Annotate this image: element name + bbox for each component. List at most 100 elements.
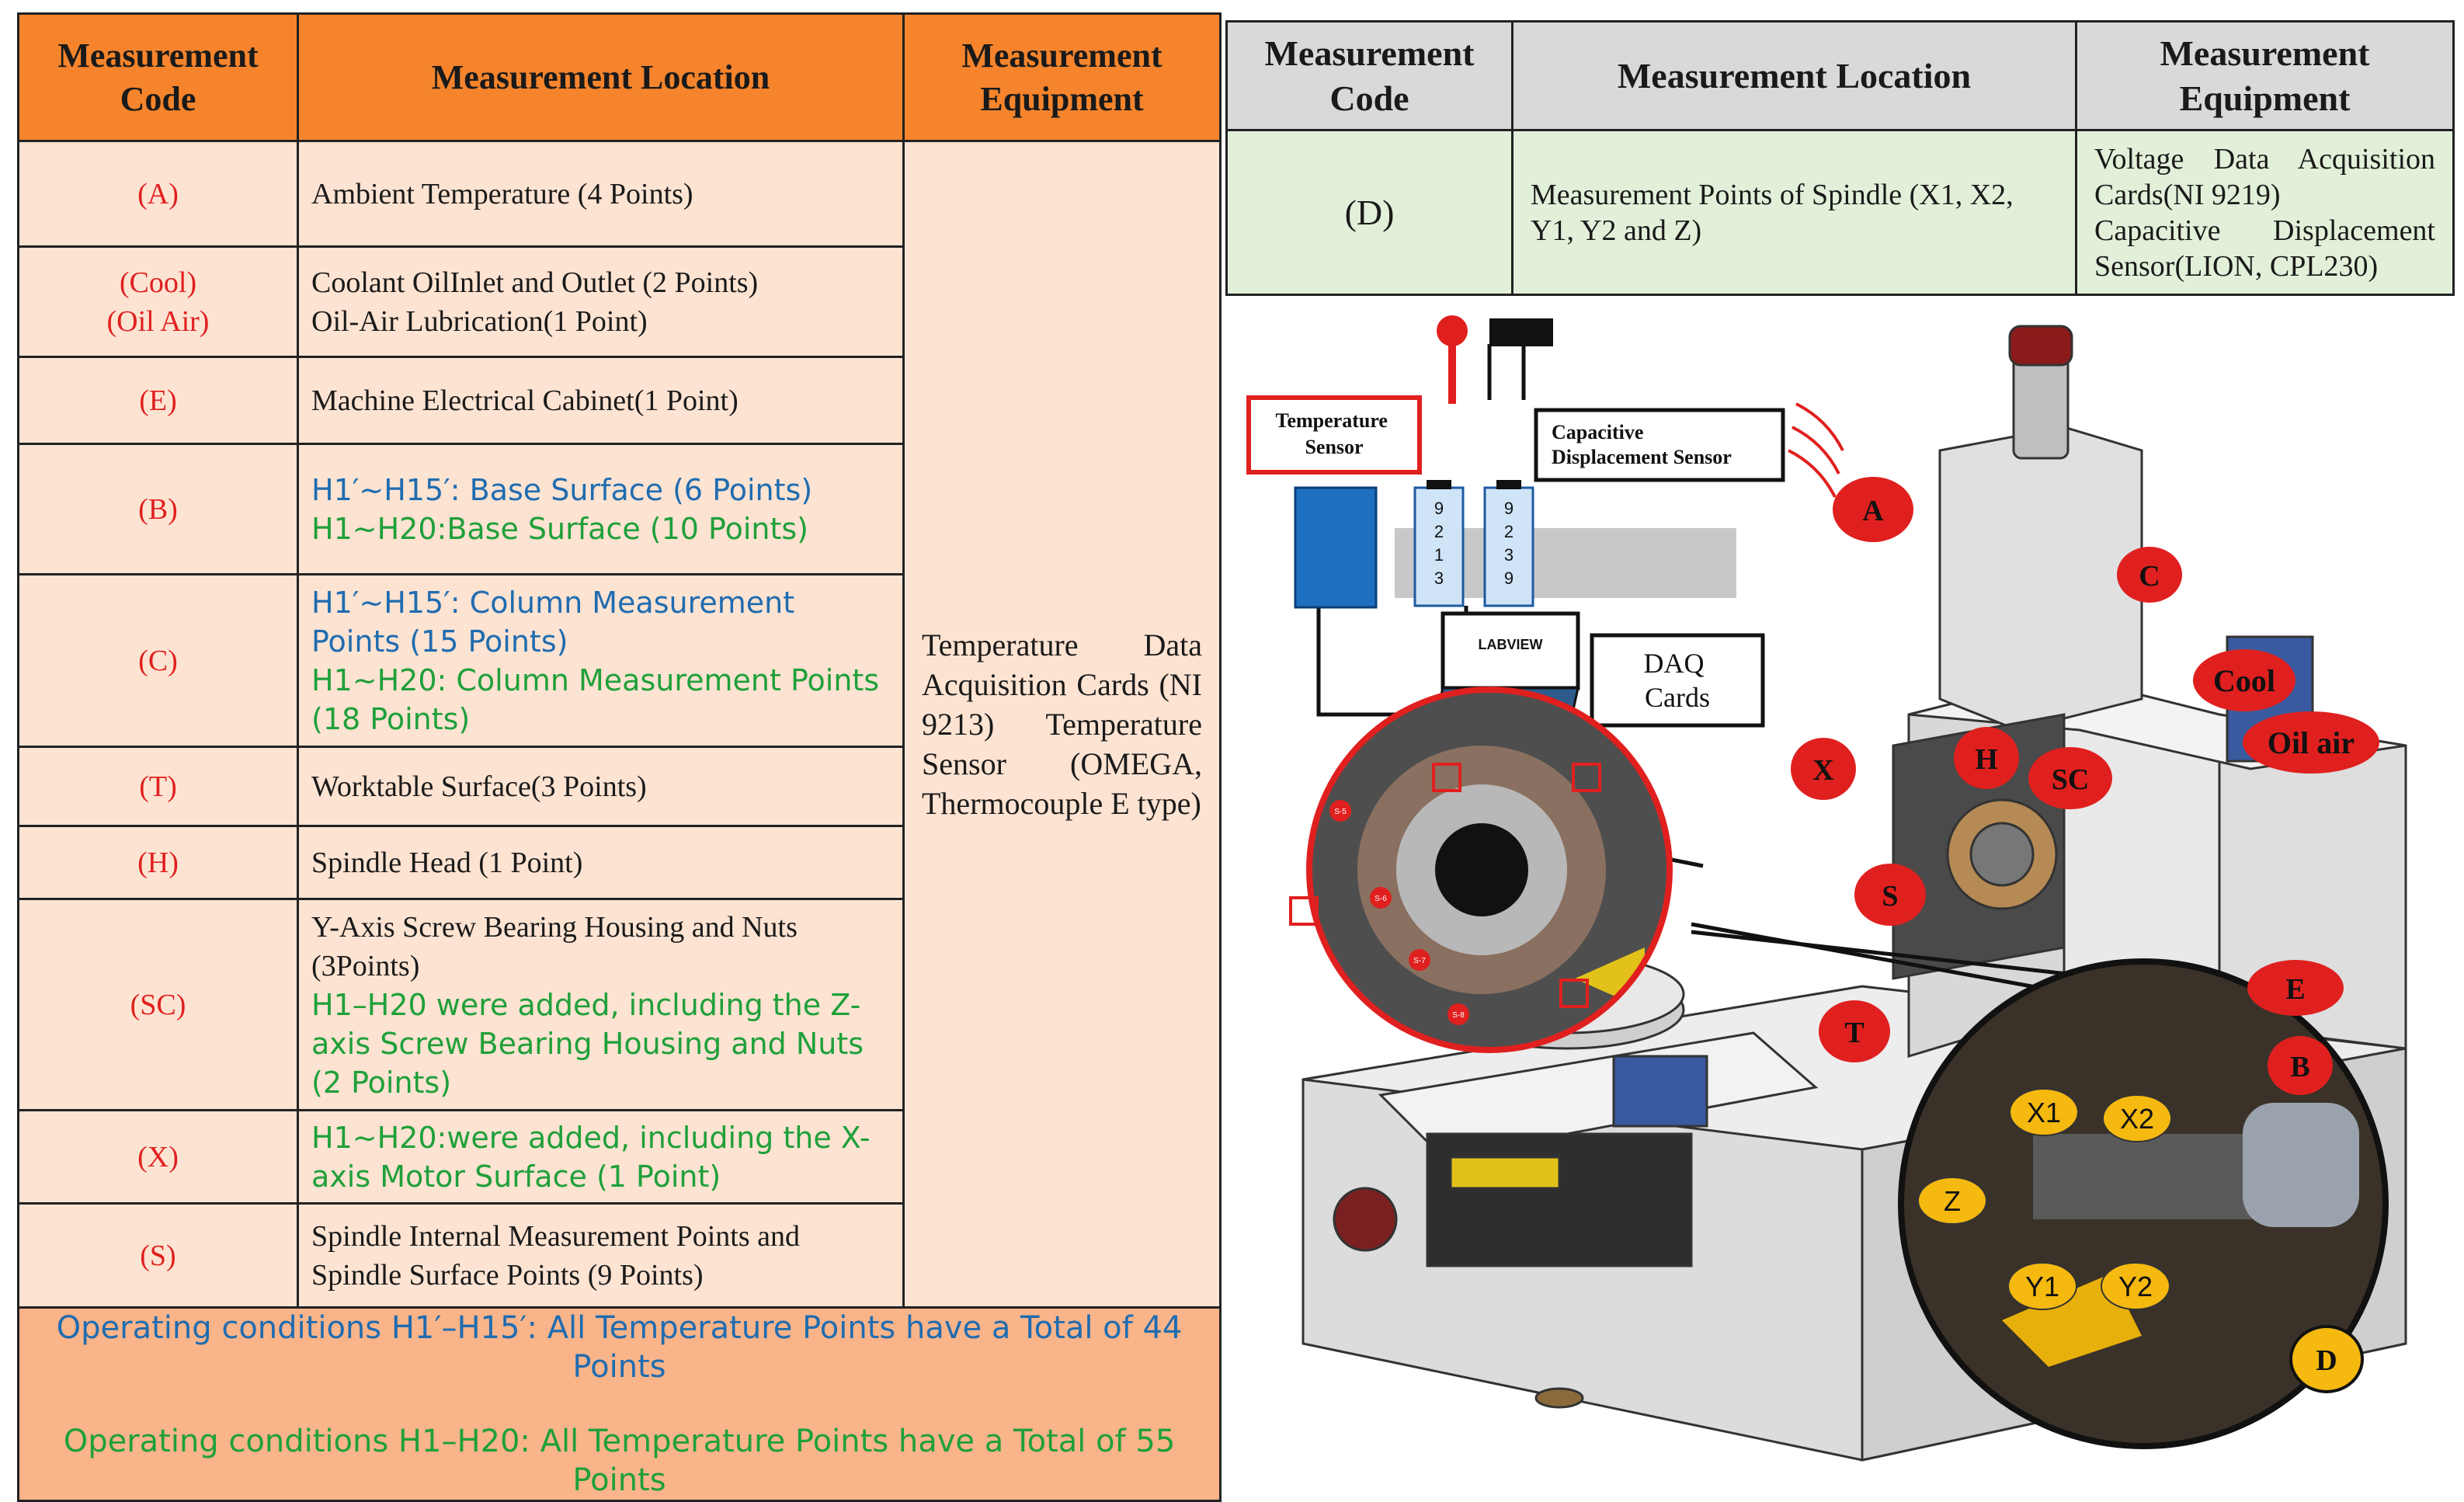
code-text: (C): [138, 644, 178, 677]
location-text: Machine Electrical Cabinet(1 Point): [311, 384, 739, 417]
location-cell: H1′~H15′: Column Measurement Points (15 …: [297, 573, 905, 748]
equipment-daq-text: Voltage Data Acquisition Cards(NI 9219): [2094, 142, 2435, 211]
table-row: (E) Machine Electrical Cabinet(1 Point): [17, 356, 1221, 445]
code-cell: (B): [17, 443, 299, 575]
location-text: H1~H20: Column Measurement Points (18 Po…: [311, 662, 880, 736]
marker-cool: [2193, 649, 2295, 711]
svg-text:3: 3: [1434, 568, 1444, 588]
svg-text:1: 1: [1434, 545, 1444, 565]
equipment-sensor-text: Temperature Sensor (OMEGA, Thermocouple …: [922, 707, 1202, 821]
marker-x2: [2102, 1094, 2172, 1142]
svg-text:Y1: Y1: [2025, 1271, 2059, 1302]
marker-x: [1791, 738, 1856, 800]
code-text: (B): [138, 492, 178, 526]
location-text: H1′~H15′: Column Measurement Points (15 …: [311, 585, 795, 659]
table-row: (S) Spindle Internal Measurement Points …: [17, 1202, 1221, 1309]
table-row: (T) Worktable Surface(3 Points): [17, 746, 1221, 827]
footer-cell: Operating conditions H1′–H15′: All Tempe…: [17, 1306, 1222, 1502]
location-text: Coolant OilInlet and Outlet (2 Points): [311, 266, 759, 299]
marker-c: [2117, 547, 2182, 603]
inset-label: S-8: [1452, 1011, 1465, 1020]
temperature-sensor-icon: [1437, 315, 1468, 346]
location-cell: Y-Axis Screw Bearing Housing and Nuts (3…: [297, 898, 905, 1111]
table-row: (D) Measurement Points of Spindle (X1, X…: [1225, 129, 2455, 296]
equipment-cell: Temperature Data Acquisition Cards (NI 9…: [902, 140, 1222, 1309]
table-header-row: Measurement Code Measurement Location Me…: [17, 12, 1222, 142]
svg-text:SC: SC: [2052, 763, 2090, 796]
table-row: (B) H1′~H15′: Base Surface (6 Points) H1…: [17, 443, 1221, 575]
code-text: (SC): [130, 988, 186, 1021]
code-cell: (H): [17, 825, 299, 900]
svg-text:9: 9: [1504, 499, 1514, 518]
header-measurement-equipment: Measurement Equipment: [2075, 20, 2455, 131]
footer-total-h1: Operating conditions H1–H20: All Tempera…: [63, 1424, 1176, 1498]
code-text: (Cool): [119, 266, 197, 299]
code-cell: (A): [17, 140, 299, 248]
table-header-row: Measurement Code Measurement Location Me…: [1225, 20, 2455, 131]
header-measurement-code: Measurement Code: [17, 12, 299, 142]
labview-label: LABVIEW: [1479, 637, 1543, 652]
marker-sc: [2028, 747, 2112, 809]
daq-cards-label: DAQ Cards: [1644, 648, 1712, 713]
temperature-sensor-label-box: [1246, 395, 1422, 475]
location-text: H1′~H15′: Base Surface (6 Points): [311, 472, 813, 507]
equipment-cell: Voltage Data Acquisition Cards(NI 9219) …: [2075, 129, 2455, 296]
capacitive-sensor-label-box: [1534, 408, 1785, 482]
code-text: (H): [137, 846, 179, 879]
svg-text:Y2: Y2: [2118, 1271, 2153, 1302]
location-cell: Spindle Head (1 Point): [297, 825, 905, 900]
spindle-inset: S-5 S-6 S-7 S-8: [1289, 687, 1673, 1053]
location-text: H1~H20:were added, including the X-axis …: [311, 1120, 871, 1194]
code-text: (S): [140, 1239, 176, 1272]
daq-card-9213: [1413, 486, 1465, 607]
equipment-sensor-text: Capacitive Displacement Sensor(LION, CPL…: [2094, 214, 2435, 283]
header-measurement-code: Measurement Code: [1225, 20, 1514, 131]
location-text: Oil-Air Lubrication(1 Point): [311, 304, 648, 338]
location-text: Y-Axis Screw Bearing Housing and Nuts (3…: [311, 910, 798, 982]
svg-text:X: X: [1812, 754, 1833, 787]
svg-text:3: 3: [1504, 545, 1514, 565]
marker-e: [2247, 960, 2344, 1016]
svg-text:D: D: [2316, 1344, 2337, 1377]
code-text: (E): [139, 384, 177, 417]
capacitive-sensor-icon: [1489, 318, 1553, 346]
marker-h: [1954, 727, 2019, 789]
temperature-sensor-probe-icon: [1448, 342, 1456, 404]
svg-text:E: E: [2285, 973, 2305, 1006]
svg-text:Z: Z: [1944, 1185, 1961, 1217]
svg-text:X2: X2: [2120, 1103, 2154, 1135]
svg-text:B: B: [2290, 1051, 2309, 1083]
location-cell: H1′~H15′: Base Surface (6 Points) H1~H20…: [297, 443, 905, 575]
code-cell: (X): [17, 1109, 299, 1205]
code-cell: (SC): [17, 898, 299, 1111]
location-text: Worktable Surface(3 Points): [311, 770, 647, 803]
code-text: (A): [137, 177, 179, 210]
code-cell: (D): [1225, 129, 1514, 296]
header-measurement-location: Measurement Location: [297, 12, 905, 142]
card-digits: 9 2 1 3 9 2 3 9: [1434, 499, 1514, 588]
red-markers: A C Cool Oil air X H SC S E T B: [1791, 477, 2379, 1095]
code-cell: (Cool) (Oil Air): [17, 245, 299, 358]
svg-text:Oil air: Oil air: [2268, 725, 2355, 760]
marker-d: [2289, 1325, 2364, 1393]
daq-cards-label-box: [1590, 633, 1765, 728]
marker-t: [1819, 1000, 1890, 1062]
marker-s: [1854, 864, 1926, 926]
location-cell: Worktable Surface(3 Points): [297, 746, 905, 827]
marker-y1: [2007, 1262, 2077, 1310]
marker-z: [1917, 1177, 1987, 1225]
yellow-markers: X1 X2 Z Y1 Y2 D: [1917, 1088, 2364, 1393]
code-text: (X): [137, 1140, 179, 1173]
capacitive-sensor-label: Capacitive Displacement Sensor: [1552, 421, 1732, 468]
marker-b: [2268, 1036, 2333, 1095]
temperature-sensor-label: Temperature Sensor: [1276, 409, 1393, 458]
table-row: (SC) Y-Axis Screw Bearing Housing and Nu…: [17, 898, 1221, 1111]
footer-row: Operating conditions H1′–H15′: All Tempe…: [17, 1306, 1222, 1502]
table-row: (A) Ambient Temperature (4 Points) Tempe…: [17, 140, 1222, 1309]
location-cell: Spindle Internal Measurement Points and …: [297, 1202, 905, 1309]
location-text: Spindle Internal Measurement Points and …: [311, 1219, 800, 1292]
svg-text:9: 9: [1434, 499, 1444, 518]
table-row: (X) H1~H20:were added, including the X-a…: [17, 1109, 1221, 1205]
marker-y2: [2101, 1262, 2170, 1310]
code-text: (T): [139, 770, 177, 803]
